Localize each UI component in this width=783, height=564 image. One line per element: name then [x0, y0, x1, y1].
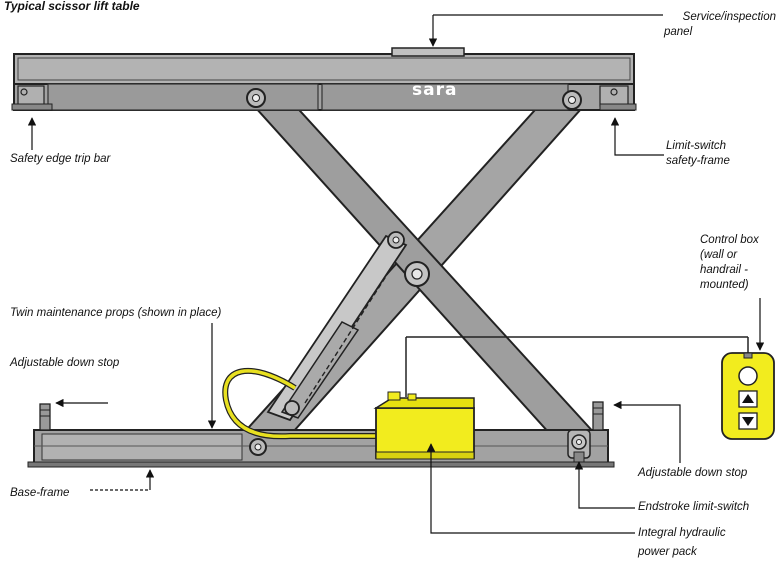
label-control-box-line2: (wall or	[700, 249, 738, 261]
power-pack	[373, 391, 475, 460]
label-control-box-line3: handrail -	[700, 264, 748, 276]
leader-lines	[27, 14, 765, 534]
diagram-title: Typical scissor lift table	[4, 0, 140, 13]
label-down-stop-right: Adjustable down stop	[638, 467, 748, 479]
hydraulic-cylinder	[266, 231, 408, 422]
label-down-stop-left: Adjustable down stop	[10, 357, 120, 369]
label-power-pack-line2: power pack	[638, 546, 697, 558]
label-base-frame: Base-frame	[10, 487, 70, 499]
label-safety-edge: Safety edge trip bar	[10, 153, 111, 165]
label-control-box: Control box	[700, 234, 759, 246]
endstroke-switch-part	[567, 429, 591, 463]
brand-logo-text: sara	[412, 80, 458, 100]
label-endstroke: Endstroke limit-switch	[638, 501, 750, 513]
inspection-panel-outline	[391, 47, 465, 57]
label-twin-props: Twin maintenance props (shown in place)	[10, 307, 222, 319]
label-limit-switch: Limit-switch	[666, 140, 727, 152]
label-control-box-line4: mounted)	[700, 279, 749, 291]
adjustable-down-stop-left-part	[39, 403, 51, 431]
top-platform	[13, 53, 635, 111]
label-service-panel-line2: panel	[664, 26, 693, 38]
safety-edge-trip-bar	[11, 103, 637, 111]
label-power-pack: Integral hydraulic	[638, 527, 726, 539]
control-box	[721, 352, 775, 440]
label-limit-switch-line2: safety-frame	[666, 155, 730, 167]
adjustable-down-stop-right-part	[592, 401, 604, 431]
label-service-panel: Service/inspection	[682, 11, 776, 23]
